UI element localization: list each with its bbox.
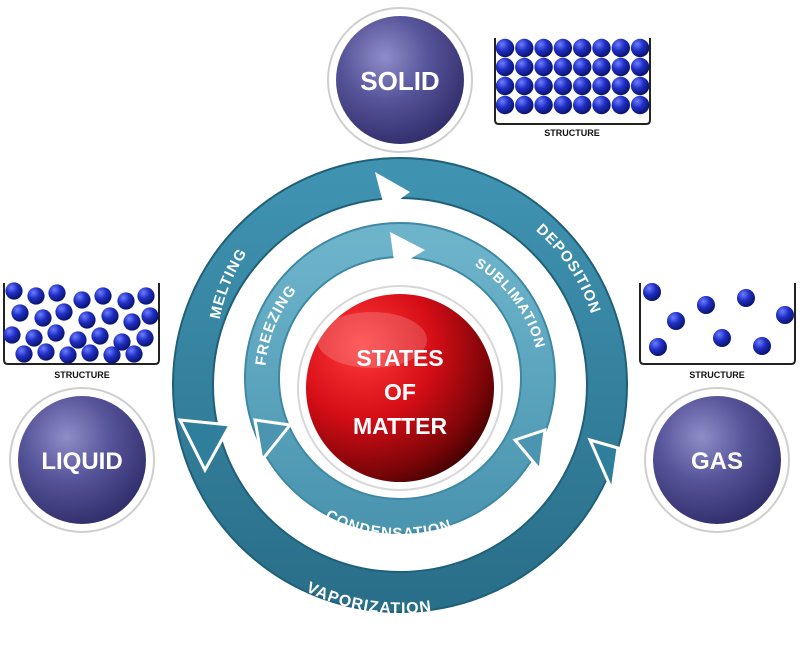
molecule (15, 345, 33, 363)
molecule (78, 311, 96, 329)
molecule (630, 95, 650, 115)
molecule (553, 95, 573, 115)
molecule (94, 287, 112, 305)
state-solid: SOLID (327, 7, 473, 153)
center-title-line1: STATES (356, 345, 443, 371)
molecule (55, 303, 73, 321)
molecule (495, 38, 515, 58)
molecule (592, 57, 611, 77)
molecule (611, 57, 630, 77)
molecule (5, 282, 23, 300)
arrow-head-melting (177, 418, 233, 474)
solid-structure-container: STRUCTURE (494, 38, 651, 138)
state-gas: GAS (644, 387, 790, 533)
molecule (649, 338, 667, 356)
liquid-structure-container: STRUCTURE (3, 282, 160, 380)
molecule (573, 95, 592, 115)
molecule (630, 38, 650, 58)
molecule (611, 76, 630, 96)
center-title-line3: MATTER (353, 413, 448, 439)
state-liquid: LIQUID (9, 387, 155, 533)
molecule (123, 313, 141, 331)
molecule (3, 326, 21, 344)
molecule (592, 38, 611, 58)
solid-molecules (495, 38, 650, 115)
molecule (59, 346, 77, 364)
molecule (47, 324, 65, 342)
molecule (697, 296, 715, 314)
molecule (592, 76, 611, 96)
molecule (11, 304, 29, 322)
molecule (113, 333, 131, 351)
molecule (515, 38, 534, 58)
molecule (753, 337, 771, 355)
molecule (515, 95, 534, 115)
inner-cycle-ring (244, 222, 556, 534)
molecule (117, 292, 135, 310)
molecule (515, 57, 534, 77)
gas-structure-container: STRUCTURE (639, 283, 796, 380)
molecule (136, 329, 154, 347)
molecule (25, 329, 43, 347)
molecule (73, 291, 91, 309)
molecule (141, 307, 159, 325)
molecule (495, 76, 515, 96)
arrow-head-deposition (375, 172, 410, 210)
center-title-line2: OF (384, 379, 416, 405)
arrow-head-vaporization (587, 437, 620, 496)
molecule (48, 284, 66, 302)
molecule (27, 287, 45, 305)
center-sphere: STATES OF MATTER (297, 285, 503, 491)
molecule (630, 57, 650, 77)
molecule (776, 306, 794, 324)
molecule (643, 283, 661, 301)
arrow-head-freezing (253, 418, 293, 464)
gas-molecules (643, 283, 794, 356)
liquid-molecules (3, 282, 159, 364)
molecule (534, 76, 553, 96)
arrow-head-condensation (512, 427, 547, 474)
solid-label: SOLID (360, 66, 439, 96)
liquid-label: LIQUID (41, 448, 122, 475)
molecule (495, 95, 515, 115)
molecule (573, 38, 592, 58)
molecule (592, 95, 611, 115)
molecule (34, 309, 52, 327)
outer-cycle-ring (172, 157, 628, 613)
molecule (553, 57, 573, 77)
gas-label: GAS (691, 448, 743, 475)
liquid-structure-caption: STRUCTURE (54, 370, 110, 380)
arrow-head-sublimation (390, 232, 425, 268)
molecule (37, 343, 55, 361)
molecule (515, 76, 534, 96)
molecule (573, 76, 592, 96)
molecule (611, 95, 630, 115)
molecule (81, 344, 99, 362)
molecule (534, 57, 553, 77)
molecule (125, 345, 143, 363)
molecule (534, 38, 553, 58)
molecule (611, 38, 630, 58)
molecule (69, 331, 87, 349)
gas-structure-caption: STRUCTURE (689, 370, 745, 380)
molecule (737, 289, 755, 307)
molecule (137, 287, 155, 305)
molecule (553, 76, 573, 96)
molecule (91, 327, 109, 345)
molecule (495, 57, 515, 77)
molecule (553, 38, 573, 58)
molecule (573, 57, 592, 77)
molecule (534, 95, 553, 115)
molecule (103, 346, 121, 364)
molecule (713, 329, 731, 347)
molecule (101, 307, 119, 325)
solid-structure-caption: STRUCTURE (544, 128, 600, 138)
molecule (667, 312, 685, 330)
molecule (630, 76, 650, 96)
